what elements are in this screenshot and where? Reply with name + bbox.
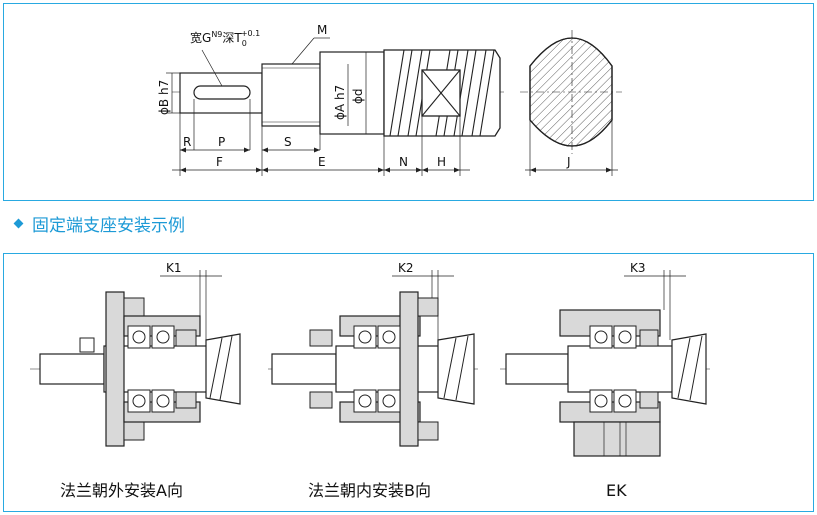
label-m: M	[317, 23, 327, 37]
k1-label: K1	[166, 261, 182, 275]
section-heading-text: 固定端支座安装示例	[32, 215, 185, 236]
example-1-caption: 法兰朝外安装A向	[60, 481, 183, 500]
label-p: P	[218, 135, 225, 149]
example-2-caption: 法兰朝内安装B向	[308, 481, 431, 500]
example-flange-out-a: K1 法兰朝外安装A向	[30, 261, 241, 500]
label-f: F	[216, 155, 223, 169]
example-ek: K3 EK	[500, 261, 710, 500]
example-flange-in-b: K2 法兰朝内安装B向	[268, 261, 478, 500]
screw-thread	[383, 49, 501, 137]
label-h: H	[437, 155, 446, 169]
example-3-caption: EK	[606, 481, 627, 500]
k3-label: K3	[630, 261, 646, 275]
section-heading: 固定端支座安装示例	[10, 212, 185, 236]
label-s: S	[284, 135, 292, 149]
label-b: ϕB h7	[157, 80, 171, 115]
shaft-body-segment	[319, 51, 385, 135]
k2-label: K2	[398, 261, 414, 275]
label-d: ϕd	[351, 88, 365, 104]
label-j: J	[566, 155, 571, 169]
keyway-note: 宽GN9深T0+0.1	[190, 29, 260, 48]
label-n: N	[399, 155, 408, 169]
label-r: R	[183, 135, 191, 149]
label-a: ϕA h7	[333, 85, 347, 120]
label-e: E	[318, 155, 326, 169]
bearing-seat-segment	[261, 63, 321, 127]
